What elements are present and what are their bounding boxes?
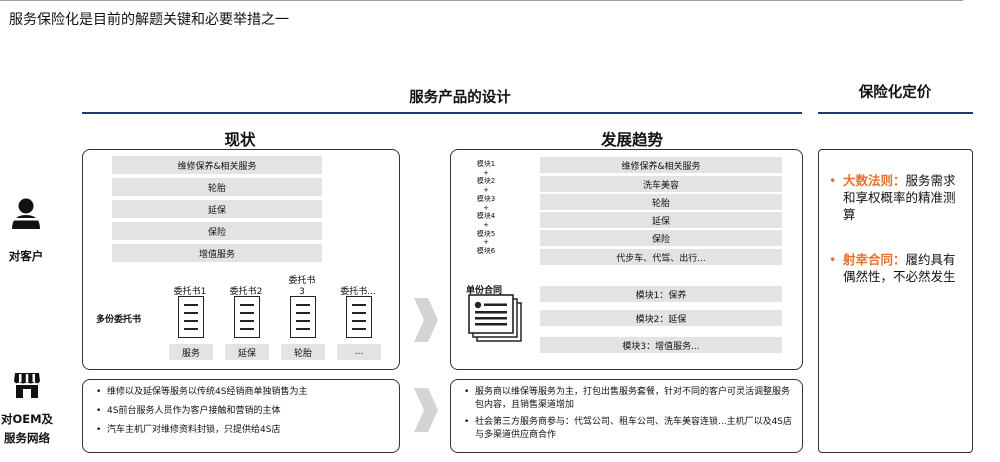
contract-tag: 服务 — [169, 344, 213, 360]
contract-module-bar: 模块3：增值服务... — [540, 337, 782, 353]
list-item: 社会第三方服务商参与：代驾公司、租车公司、洗车美容连锁...主机厂以及4S店与多… — [459, 416, 794, 442]
trend-service-bar: 延保 — [540, 212, 782, 228]
trend-service-bar: 保险 — [540, 230, 782, 246]
contract-title: 委托书1 — [173, 287, 207, 297]
section-pricing-rule — [818, 112, 973, 114]
contract-title: 委托书... — [340, 287, 376, 297]
section-design-rule — [82, 112, 802, 114]
current-service-bar: 维修保养&相关服务 — [112, 156, 322, 174]
current-bullet-list: 维修以及延保等服务以传统4S经销商单独销售为主 4S前台服务人员作为客户接触和营… — [91, 386, 391, 437]
list-item: 服务商以维保等服务为主，打包出售服务套餐，针对不同的客户可灵活调整服务包内容，且… — [459, 386, 794, 412]
single-contract-label: 单份合同 — [466, 286, 503, 296]
trend-service-bar: 代步车、代驾、出行... — [540, 249, 782, 265]
pricing-item: • 射幸合同：履约具有偶然性，不必然发生 — [829, 252, 956, 284]
current-bullets-panel: 维修以及延保等服务以传统4S经销商单独销售为主 4S前台服务人员作为客户接触和营… — [82, 379, 400, 453]
chevron-right-arrow-icon — [414, 388, 438, 432]
oem-label: 对OEM及 服务网络 — [0, 412, 54, 445]
trend-service-bar: 维修保养&相关服务 — [540, 157, 782, 173]
contract-tag: ... — [337, 344, 381, 360]
contract-tag: 延保 — [225, 344, 269, 360]
current-service-bar: 保险 — [112, 222, 322, 240]
top-divider — [0, 0, 963, 1]
contract-title: 委托书2 — [229, 287, 263, 297]
current-service-bar: 增值服务 — [112, 244, 322, 262]
pricing-panel: • 大数法则：服务需求和享权概率的精准测算 • 射幸合同：履约具有偶然性，不必然… — [818, 149, 973, 453]
list-item: 维修以及延保等服务以传统4S经销商单独销售为主 — [91, 386, 391, 399]
multi-contract-label: 多份委托书 — [96, 315, 142, 325]
contract-module-bar: 模块1：保养 — [540, 286, 782, 302]
pricing-text: 服务需求和享权概率的精准测算 — [843, 173, 956, 222]
document-icon — [346, 296, 372, 338]
document-icon — [468, 294, 524, 344]
trend-bullet-list: 服务商以维保等服务为主，打包出售服务套餐，针对不同的客户可灵活调整服务包内容，且… — [459, 386, 794, 442]
pricing-item: • 大数法则：服务需求和享权概率的精准测算 — [829, 173, 956, 222]
pricing-term: 射幸合同： — [843, 252, 906, 267]
trend-bullets-panel: 服务商以维保等服务为主，打包出售服务套餐，针对不同的客户可灵活调整服务包内容，且… — [450, 379, 803, 453]
trend-title: 发展趋势 — [600, 131, 663, 149]
module-stack: 模块1 + 模块2 + 模块3 + 模块4 + 模块5 + 模块6 — [476, 160, 496, 256]
section-pricing-title: 保险化定价 — [858, 85, 932, 101]
document-icon — [178, 296, 204, 338]
trend-service-bar: 洗车美容 — [540, 176, 782, 192]
customer-label: 对客户 — [8, 249, 44, 263]
pricing-term: 大数法则： — [843, 173, 906, 188]
person-icon — [9, 196, 43, 230]
contract-tag: 轮胎 — [281, 344, 325, 360]
current-service-bar: 轮胎 — [112, 178, 322, 196]
contract-module-bar: 模块2：延保 — [540, 310, 782, 326]
chevron-right-arrow-icon — [414, 298, 438, 342]
document-icon — [234, 296, 260, 338]
page-title: 服务保险化是目前的解题关键和必要举措之一 — [9, 12, 289, 28]
contract-title: 委托书 3 — [288, 276, 316, 297]
current-title: 现状 — [224, 131, 256, 149]
list-item: 4S前台服务人员作为客户接触和营销的主体 — [91, 405, 391, 418]
pricing-text: 履约具有偶然性，不必然发生 — [843, 252, 956, 284]
storefront-icon — [12, 370, 42, 400]
list-item: 汽车主机厂对维修资料封锁，只提供给4S店 — [91, 424, 391, 437]
current-service-bar: 延保 — [112, 200, 322, 218]
document-icon — [290, 296, 316, 338]
trend-service-bar: 轮胎 — [540, 194, 782, 210]
section-design-title: 服务产品的设计 — [409, 90, 511, 106]
